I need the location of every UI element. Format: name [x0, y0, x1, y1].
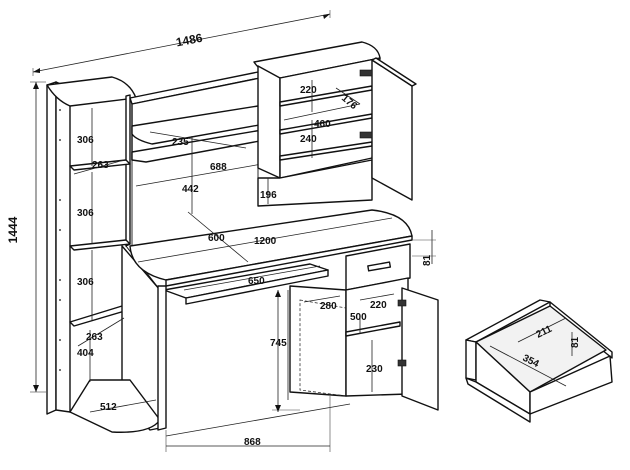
pedestal-width-label: 220: [370, 300, 387, 311]
drawer-height-label: 81: [422, 254, 433, 266]
base-length-label: 868: [244, 437, 261, 448]
desk-leg: [157, 285, 167, 431]
hinge-icon-bottom: [359, 131, 373, 139]
bottom-gap-label: 404: [77, 348, 94, 359]
overall-width-label: 1486: [175, 31, 204, 50]
cab-bottom-height-label: 196: [260, 190, 277, 201]
pedestal-inner-label: 500: [350, 312, 367, 323]
drawer-detail: [465, 299, 613, 423]
keyboard-width-label: 650: [248, 276, 265, 287]
left-shelf-dimensions: [73, 108, 157, 413]
hinge-icon-top: [359, 69, 373, 77]
pedestal-lower-height-label: 230: [366, 364, 383, 375]
base-length-dimension: [165, 396, 351, 452]
hinge-icon-door-bottom: [397, 359, 407, 367]
cab-top-width-label: 220: [300, 85, 317, 96]
pedestal: [289, 243, 439, 411]
cab-inner-height-label: 240: [300, 134, 317, 145]
keyboard-tray: [163, 263, 329, 305]
overall-height-label: 1444: [6, 216, 20, 243]
side-depth-bottom-label: 263: [86, 332, 103, 343]
upper-hutch: [129, 71, 277, 250]
drawer-handle: [367, 261, 392, 272]
drawer-detail-dimensions: [489, 317, 573, 387]
upper-height-label: 442: [182, 184, 199, 195]
desk-width-label: 1200: [254, 236, 277, 247]
pedestal-dimensions: [287, 290, 395, 400]
shelf-height-label-2: 306: [77, 208, 94, 219]
left-bookcase: [46, 76, 161, 433]
upper-cabinet: [253, 41, 417, 207]
desk-dimensions: [137, 211, 436, 264]
pedestal-depth-label: 280: [320, 301, 337, 312]
drawer-detail-height-label: 81: [570, 336, 581, 348]
desk-height-dimension: [272, 290, 300, 412]
desk-depth-label: 600: [208, 233, 225, 244]
side-depth-label: 263: [92, 160, 109, 171]
base-depth-label: 512: [100, 402, 117, 413]
upper-cabinet-dimensions: [267, 80, 361, 204]
overall-height-dimension: [30, 81, 46, 393]
peg-holes: [59, 109, 61, 371]
upper-hutch-dimensions: [135, 131, 263, 214]
shelf-height-label-3: 306: [77, 277, 94, 288]
desk-height-label: 745: [270, 338, 287, 349]
overall-width-dimension: [32, 10, 331, 76]
cab-inner-width-label: 460: [314, 119, 331, 130]
upper-span-label: 688: [210, 162, 227, 173]
hinge-icon-door-top: [397, 299, 407, 307]
mid-shelf-depth-label: 235: [172, 137, 189, 148]
shelf-height-label-1: 306: [77, 135, 94, 146]
